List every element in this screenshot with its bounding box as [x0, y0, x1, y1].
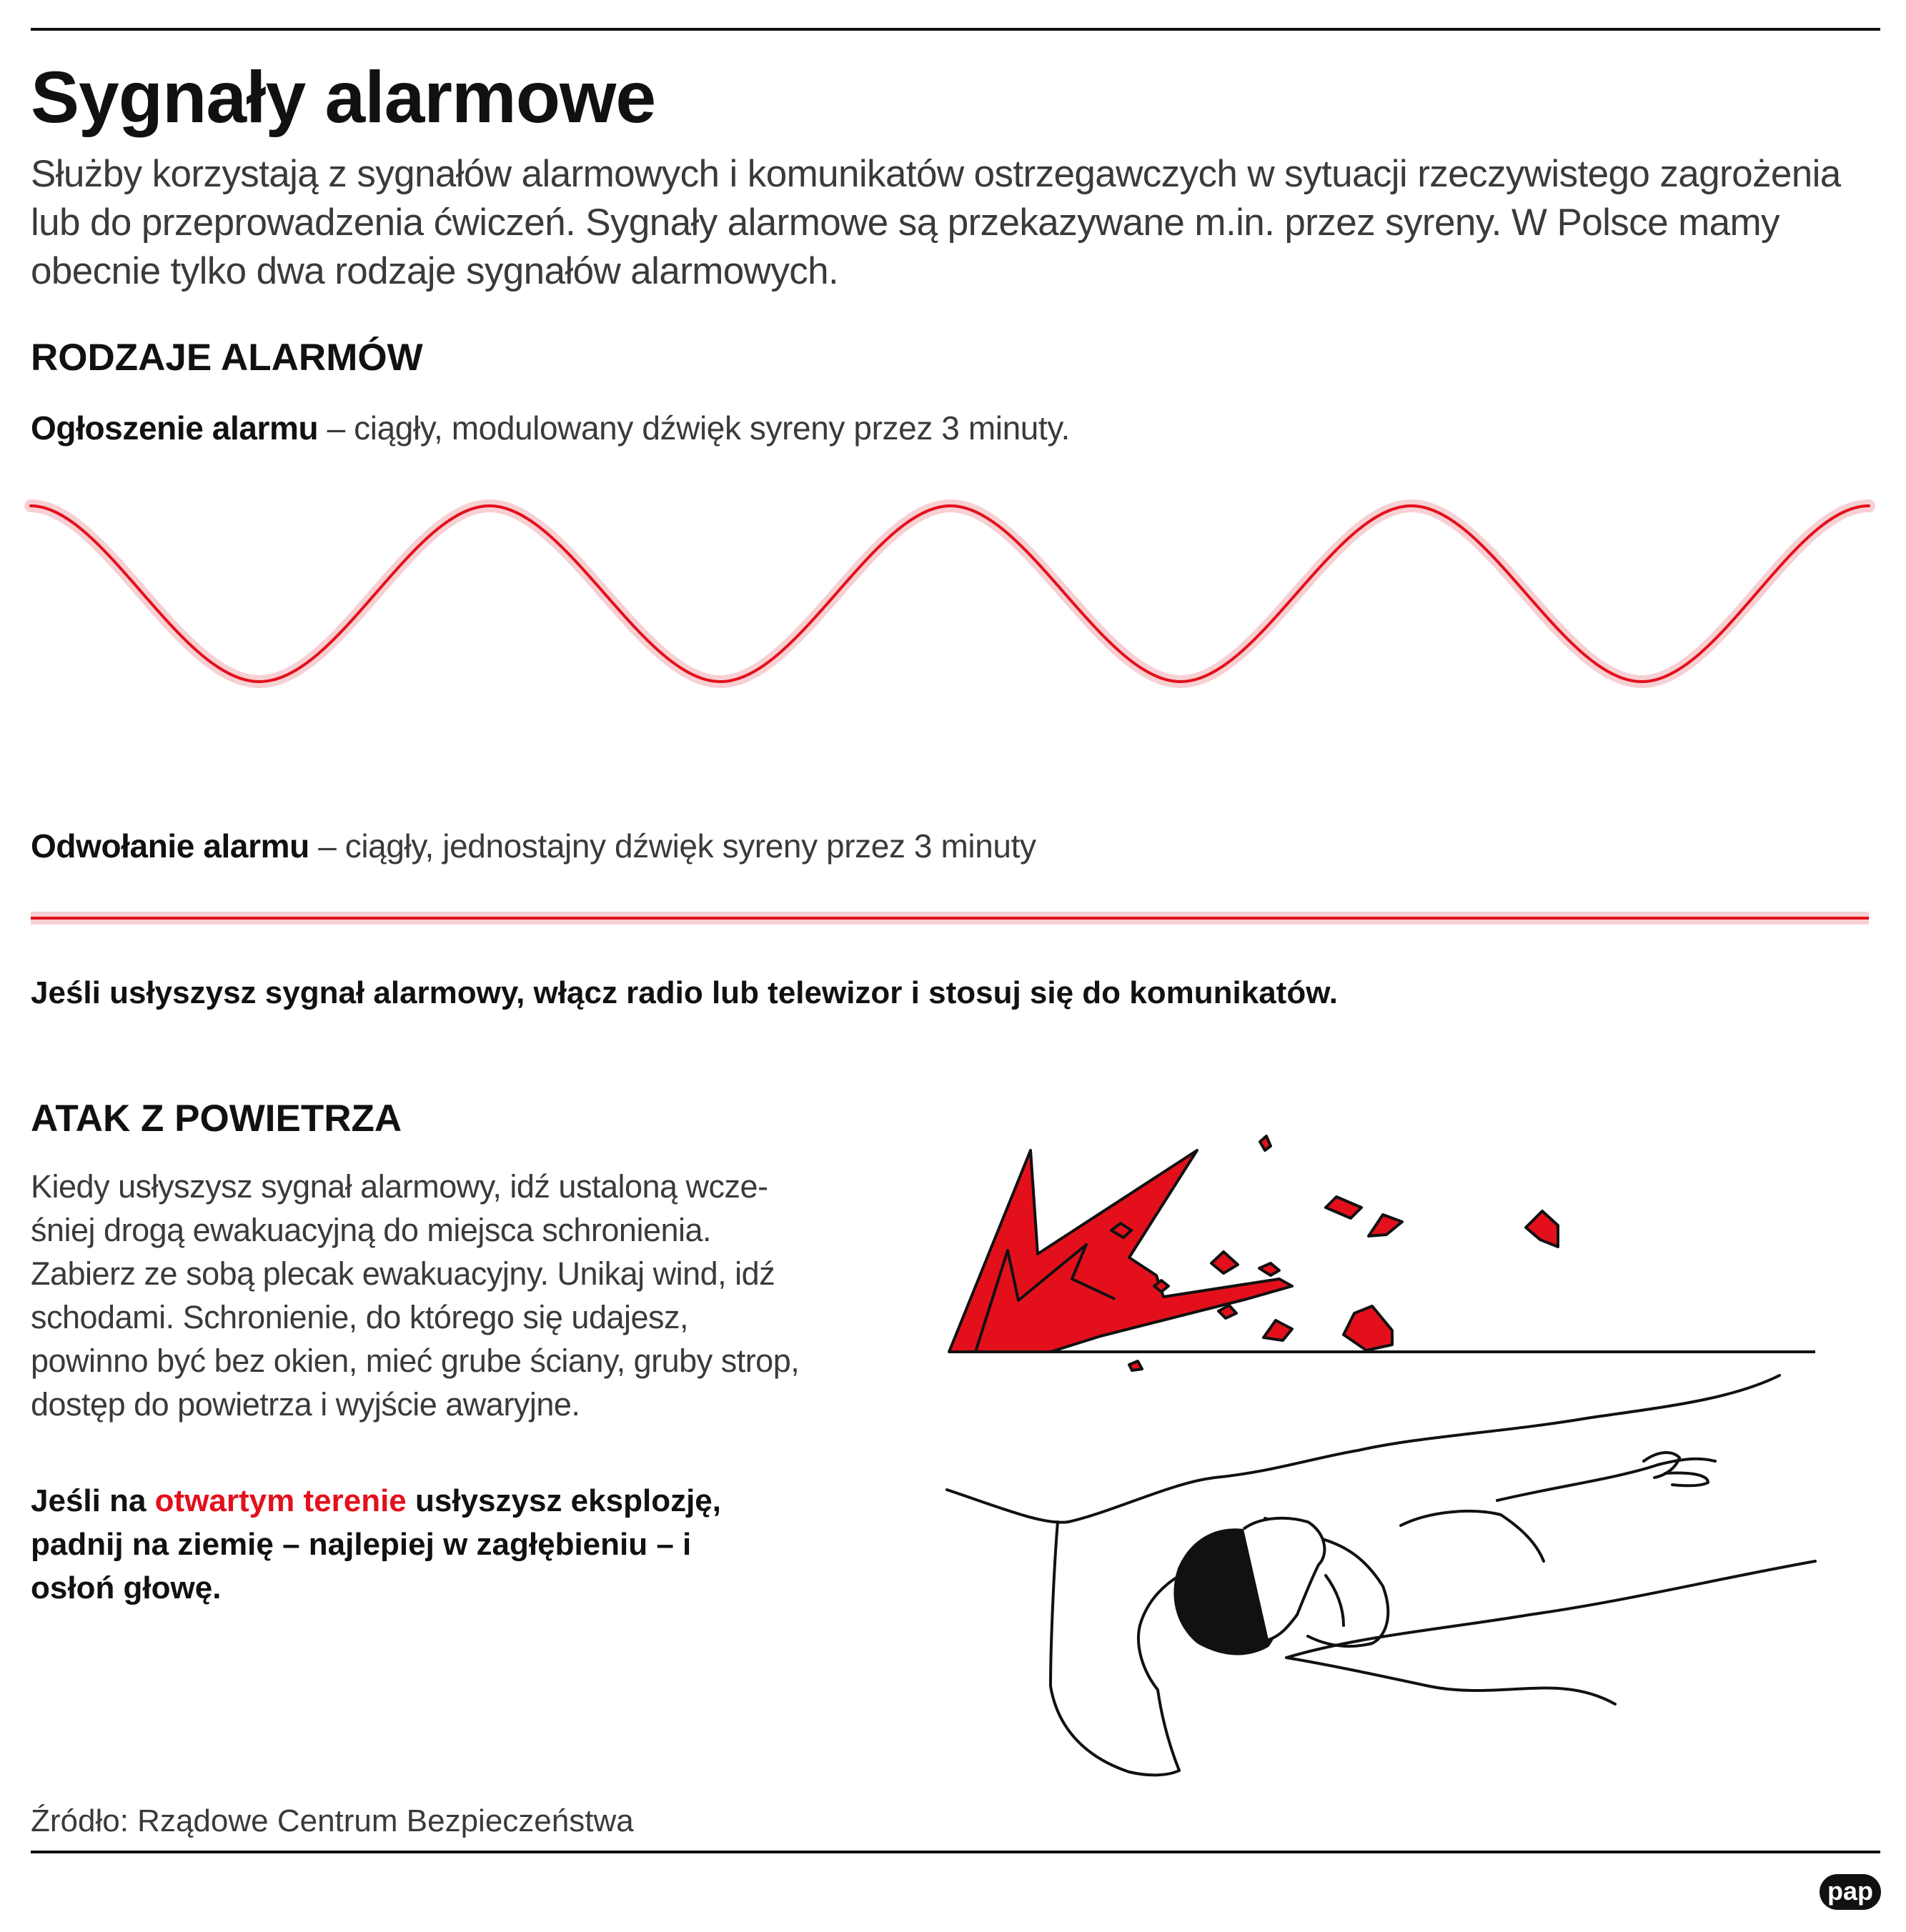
bottom-rule: [31, 1851, 1880, 1853]
alarm-types-heading: RODZAJE ALARMÓW: [31, 337, 423, 379]
open-field-tip: Jeśli na otwartym terenie usłyszysz eksp…: [31, 1479, 745, 1610]
page-title: Sygnały alarmowe: [31, 56, 656, 138]
modulated-wave-icon: [24, 499, 1875, 689]
source-note: Źródło: Rządowe Centrum Bezpieczeństwa: [31, 1803, 634, 1838]
tip-highlight: otwartym terenie: [154, 1483, 407, 1518]
alarm-off-description: – ciągły, jednostajny dźwięk syreny prze…: [309, 827, 1036, 865]
pap-logo: pap: [1820, 1874, 1881, 1910]
steady-line-icon: [31, 912, 1869, 925]
alarm-off-label: Odwołanie alarmu: [31, 827, 309, 865]
air-attack-heading: ATAK Z POWIETRZA: [31, 1097, 402, 1140]
air-attack-body: Kiedy usłyszysz sygnał alarmowy, idź ust…: [31, 1168, 800, 1423]
intro-paragraph: Służby korzystają z sygnałów alarmowych …: [31, 153, 1841, 292]
tip-part-1: Jeśli na: [31, 1483, 155, 1518]
alarm-on-text: Ogłoszenie alarmu – ciągły, modulowany d…: [31, 409, 1070, 447]
alarm-on-description: – ciągły, modulowany dźwięk syreny przez…: [318, 409, 1071, 447]
tip-part-2: usłyszysz eksplozję, padnij na ziemię – …: [31, 1483, 721, 1605]
alarm-off-text: Odwołanie alarmu – ciągły, jednostajny d…: [31, 827, 1036, 865]
radio-instruction: Jeśli usłyszysz sygnał alarmowy, włącz r…: [31, 975, 1339, 1010]
alarm-on-label: Ogłoszenie alarmu: [31, 409, 319, 447]
top-rule: [31, 28, 1880, 31]
